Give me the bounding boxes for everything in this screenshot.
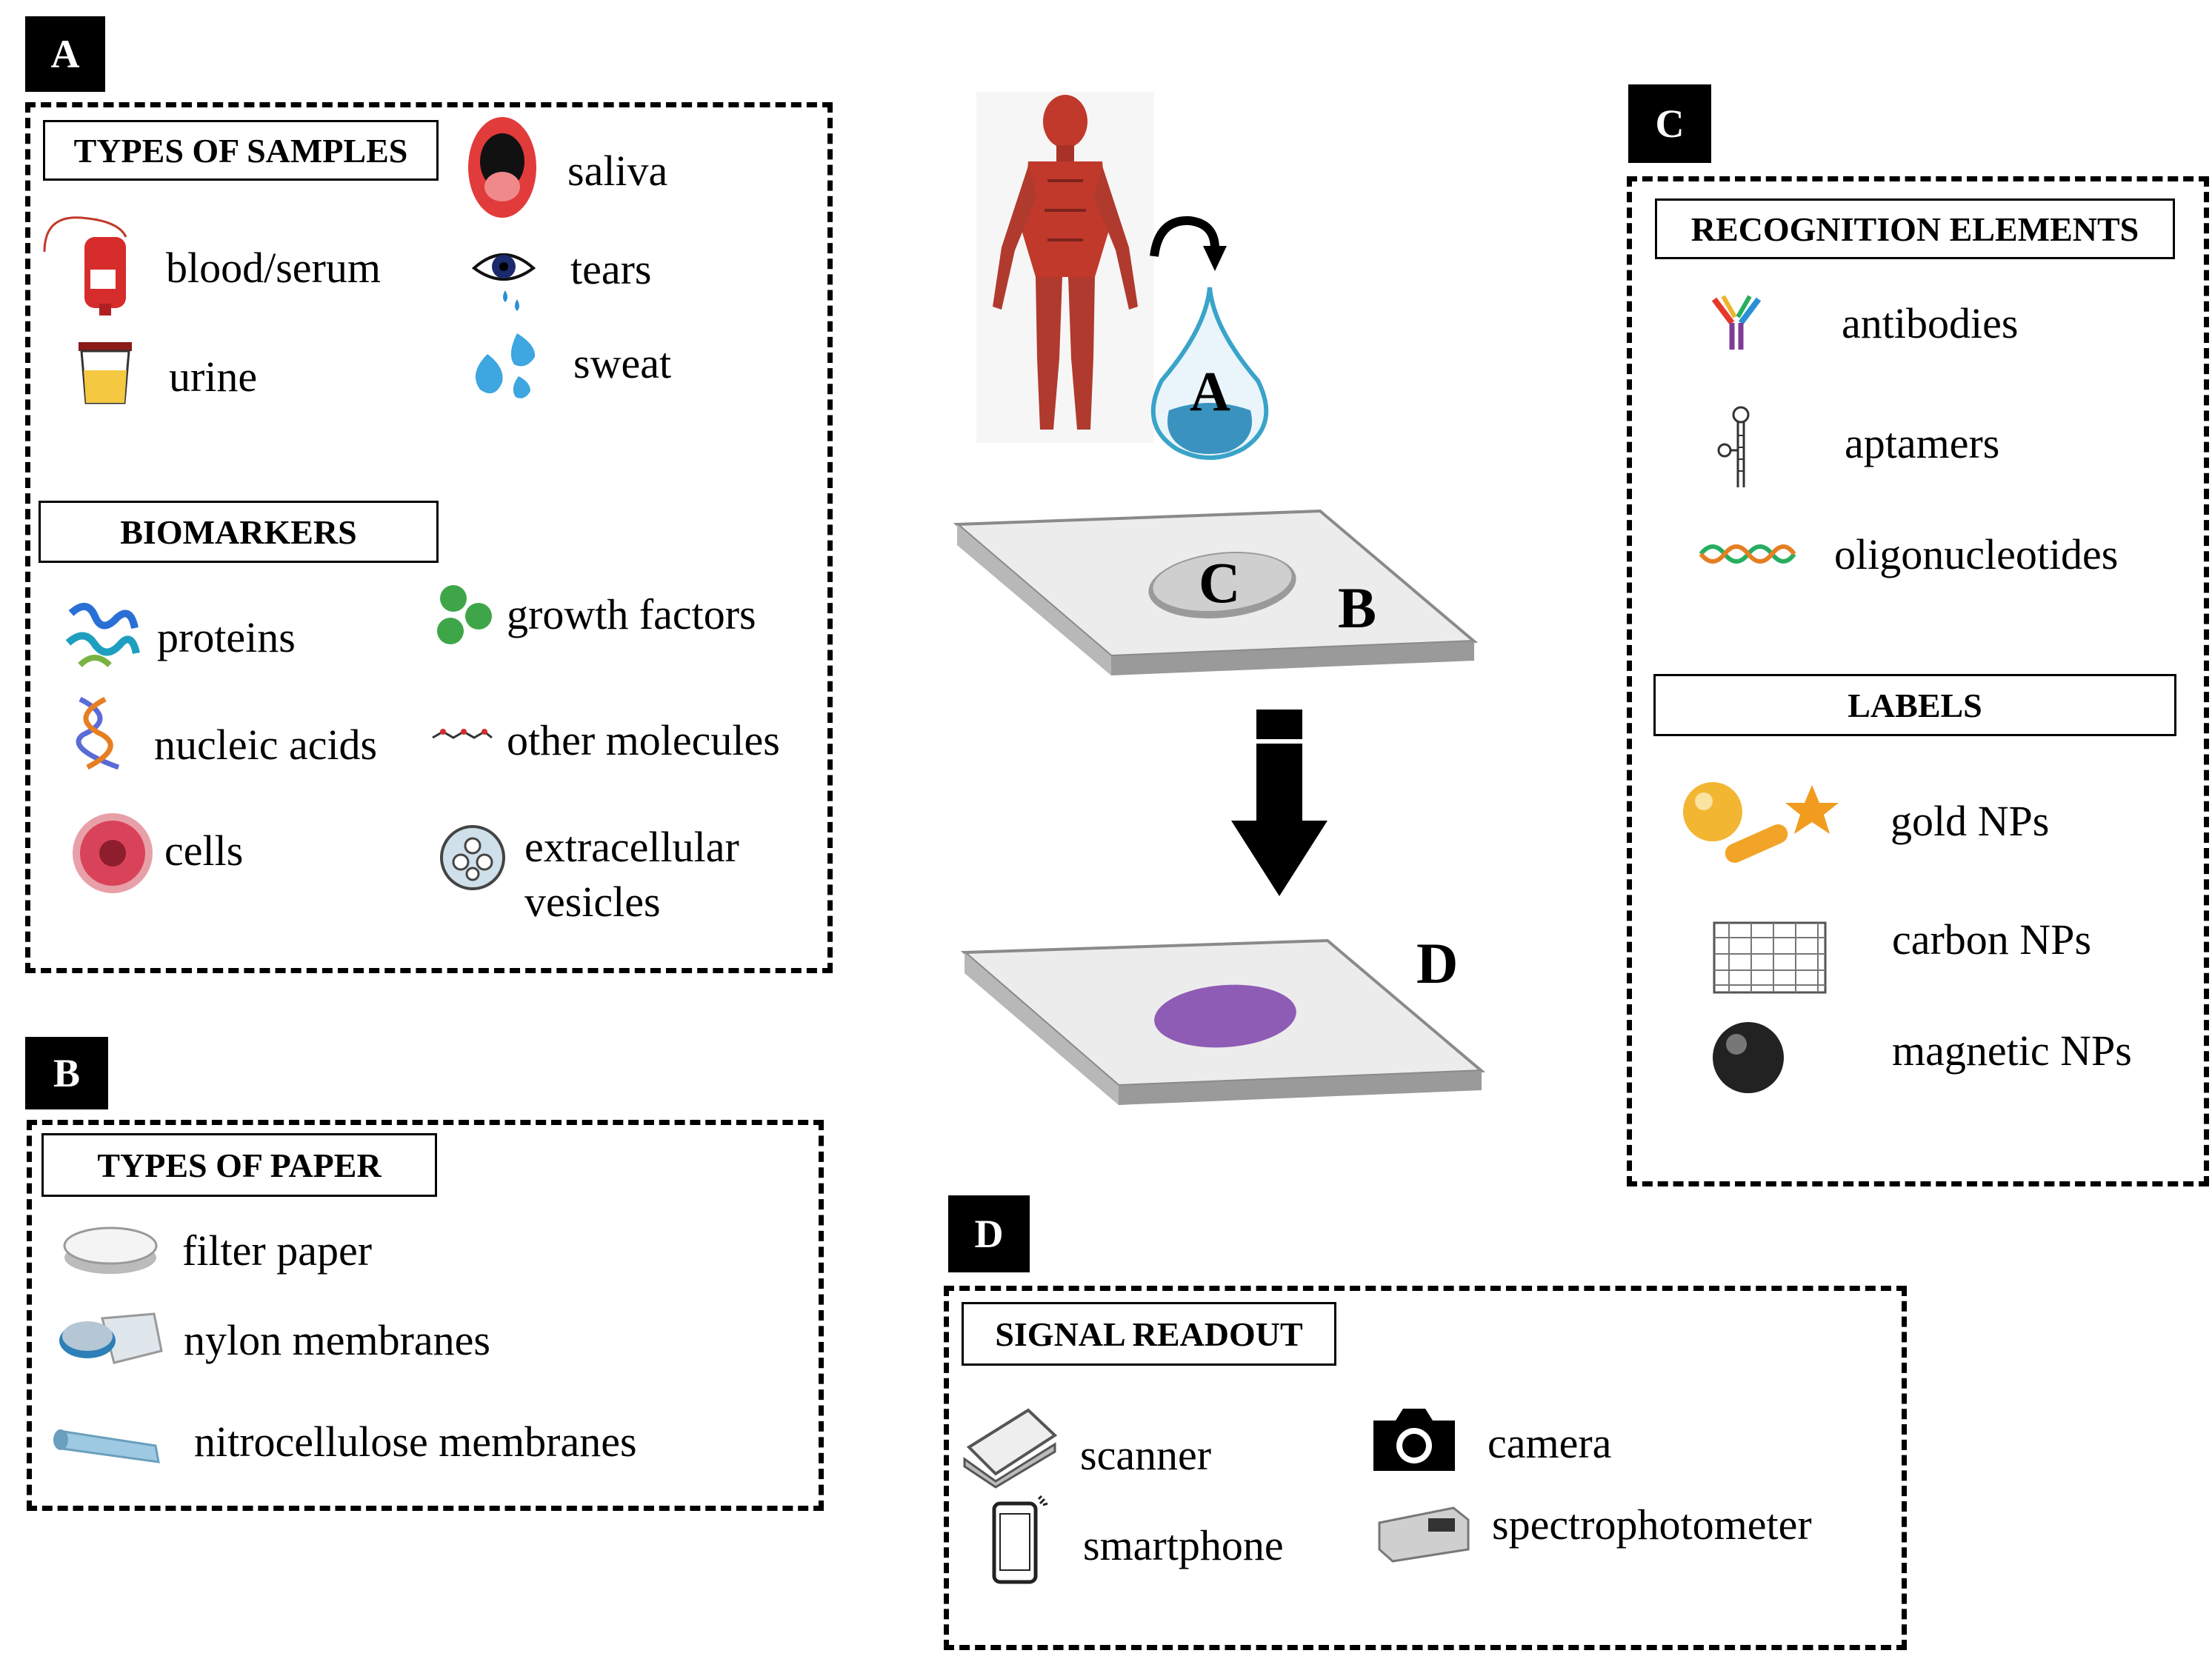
camera-icon — [1367, 1406, 1461, 1474]
saliva-label: saliva — [567, 147, 668, 195]
types-of-samples-header: TYPES OF SAMPLES — [43, 120, 439, 181]
nucleic-acids-label: nucleic acids — [154, 721, 378, 769]
panel-b-box — [27, 1120, 824, 1511]
oligonucleotides-label: oligonucleotides — [1834, 530, 2119, 578]
panel-a-tag: A — [25, 16, 105, 92]
vesicles-label-line2: vesicles — [524, 878, 661, 926]
antibody-icon — [1710, 295, 1763, 351]
panel-b-tag: B — [25, 1037, 108, 1109]
panel-a-box — [25, 102, 833, 973]
recognition-elements-header: RECOGNITION ELEMENTS — [1655, 198, 2175, 259]
urine-label: urine — [169, 353, 258, 401]
molecule-icon — [430, 715, 495, 751]
gold-nanoparticle-icon — [1679, 778, 1843, 864]
curved-arrow-icon — [1144, 212, 1233, 278]
vesicle-icon — [439, 824, 507, 892]
human-anatomy-figure — [976, 92, 1154, 443]
nitrocellulose-roll-icon — [52, 1416, 166, 1472]
dna-icon — [73, 696, 126, 770]
panel-d-box — [944, 1286, 1907, 1650]
tears-label: tears — [570, 245, 652, 293]
scanner-label: scanner — [1080, 1431, 1212, 1479]
magnetic-nps-label: magnetic NPs — [1892, 1027, 2132, 1075]
nylon-membrane-icon — [58, 1311, 163, 1367]
cells-label: cells — [164, 827, 244, 875]
growth-factors-label: growth factors — [507, 590, 756, 638]
magnetic-nanoparticle-icon — [1711, 1021, 1785, 1095]
signal-readout-header: SIGNAL READOUT — [962, 1302, 1336, 1366]
paper-device-top — [953, 509, 1482, 681]
antibodies-label: antibodies — [1842, 299, 2019, 347]
scanner-icon — [962, 1403, 1058, 1489]
blood-serum-label: blood/serum — [166, 244, 381, 292]
biomarkers-header: BIOMARKERS — [39, 501, 439, 563]
panel-c-tag: C — [1628, 84, 1711, 163]
types-of-paper-header: TYPES OF PAPER — [41, 1133, 437, 1197]
eye-tear-icon — [471, 241, 536, 316]
sweat-label: sweat — [573, 339, 672, 387]
protein-icon — [65, 598, 140, 670]
aptamers-label: aptamers — [1845, 419, 2000, 467]
filter-paper-label: filter paper — [182, 1226, 373, 1275]
labels-header: LABELS — [1653, 674, 2176, 736]
vesicles-label-line1: extracellular — [524, 823, 739, 871]
proteins-label: proteins — [157, 613, 296, 661]
sample-drop-icon — [1147, 284, 1273, 460]
aptamer-icon — [1716, 406, 1759, 489]
growth-factors-icon — [434, 582, 493, 647]
gold-nps-label: gold NPs — [1890, 797, 2050, 845]
sweat-drops-icon — [465, 332, 539, 403]
spectrophotometer-icon — [1376, 1505, 1470, 1563]
blood-bag-icon — [37, 207, 133, 318]
smartphone-icon — [988, 1495, 1049, 1585]
urine-cup-icon — [77, 341, 133, 404]
down-arrow-icon — [1231, 710, 1327, 896]
carbon-nps-label: carbon NPs — [1892, 915, 2092, 964]
other-molecules-label: other molecules — [507, 716, 780, 764]
paper-letter: B — [1338, 575, 1377, 640]
carbon-nanotube-icon — [1707, 915, 1833, 1000]
camera-label: camera — [1488, 1419, 1612, 1467]
paper-device-result — [960, 938, 1489, 1111]
nitrocellulose-label: nitrocellulose membranes — [194, 1418, 637, 1466]
oligonucleotide-icon — [1699, 538, 1796, 570]
drop-letter: A — [1190, 361, 1230, 423]
panel-d-tag: D — [948, 1195, 1030, 1272]
result-letter: D — [1416, 931, 1459, 995]
mouth-icon — [467, 116, 538, 221]
spot-letter: C — [1199, 550, 1241, 615]
spectrophotometer-label: spectrophotometer — [1492, 1501, 1812, 1549]
nylon-membranes-label: nylon membranes — [184, 1316, 490, 1364]
smartphone-label: smartphone — [1083, 1521, 1284, 1569]
filter-paper-icon — [62, 1224, 159, 1277]
cell-icon — [71, 812, 154, 895]
panel-c-box — [1627, 176, 2209, 1186]
